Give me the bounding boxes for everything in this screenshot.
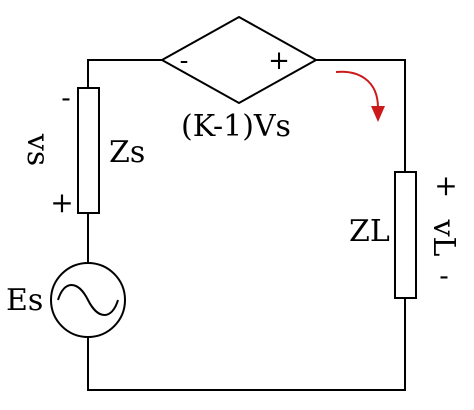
load-impedance-zl (394, 171, 417, 299)
wire-bottom (87, 298, 406, 391)
polarity-dep-right: + (268, 46, 290, 76)
label-vs: vs (20, 133, 55, 166)
label-zs: Zs (109, 135, 145, 170)
polarity-vs-top: - (61, 81, 70, 114)
dependent-voltage-source (159, 15, 319, 105)
label-es: Es (6, 283, 43, 318)
wires (87, 59, 406, 391)
wire-top-right (316, 59, 406, 172)
ac-voltage-source (50, 262, 126, 338)
sine-wave-icon (57, 284, 119, 316)
current-direction-arrow (335, 70, 385, 122)
polarity-vl-bottom: - (439, 259, 448, 292)
wire-top-left (87, 59, 162, 88)
polarity-dep-left: - (180, 46, 189, 76)
label-dependent-source: (K-1)Vs (181, 109, 291, 144)
source-impedance-zs (77, 87, 100, 214)
polarity-vs-bottom: + (50, 186, 73, 219)
polarity-vl-top: + (434, 169, 457, 202)
label-vl: vL (426, 219, 461, 257)
label-zl: ZL (349, 214, 390, 249)
